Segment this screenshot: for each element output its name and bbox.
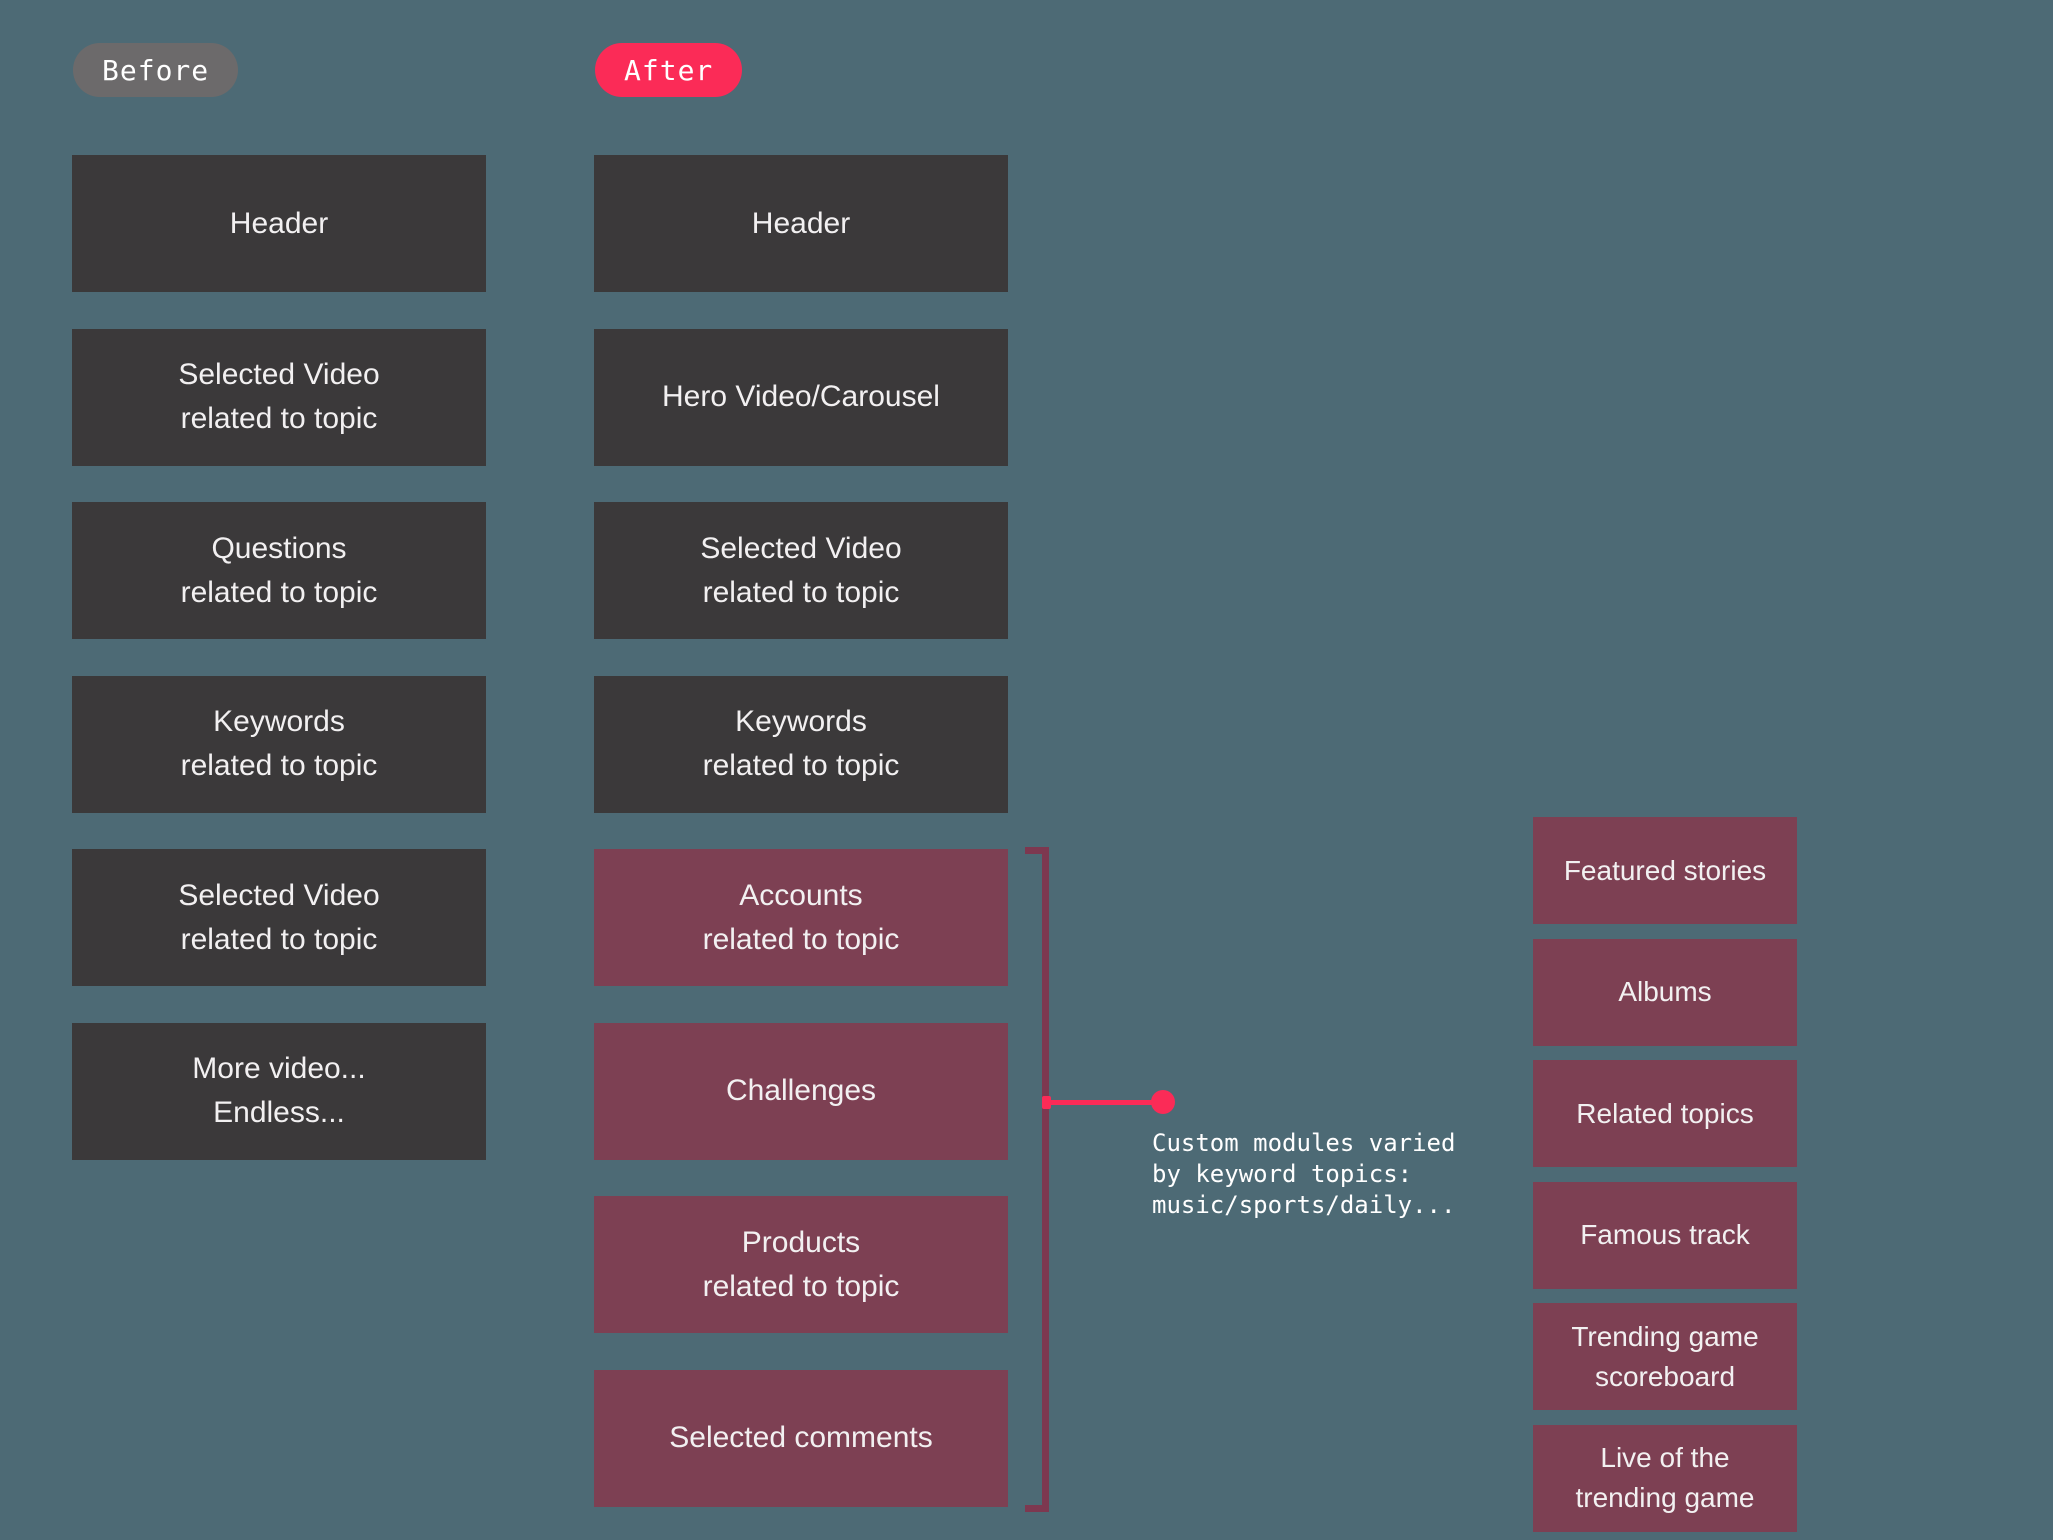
after-badge: After [595,43,743,97]
box-label: Challenges [725,1074,877,1107]
custom-modules-column: Featured stories Albums Related topics F… [1533,817,1797,1532]
module-box-trending-game-scoreboard: Trending game scoreboard [1533,1303,1797,1410]
box-label: Live of the trending game [1575,1442,1755,1513]
module-box-related-topics: Related topics [1533,1060,1797,1167]
box-label: Selected Video related to topic [178,878,380,956]
custom-modules-bracket [1025,847,1049,1512]
before-box-header: Header [72,155,486,292]
box-label: Famous track [1580,1219,1750,1250]
before-column: Header Selected Video related to topic Q… [72,155,486,1160]
custom-modules-annotation: Custom modules varied by keyword topics:… [1152,1129,1456,1219]
connector-dot-icon [1151,1090,1175,1114]
box-label: Featured stories [1563,854,1767,886]
after-badge-label: After [624,53,714,87]
after-box-selected-video: Selected Video related to topic [594,502,1008,639]
box-label: More video... Endless... [192,1052,366,1129]
box-label: Header [229,206,329,240]
box-label: Trending game scoreboard [1571,1320,1759,1392]
after-box-products: Products related to topic [594,1196,1008,1333]
after-box-challenges: Challenges [594,1022,1008,1160]
box-label: Questions related to topic [180,531,378,609]
module-box-famous-track: Famous track [1533,1181,1797,1289]
module-box-albums: Albums [1533,938,1797,1046]
box-label: Accounts related to topic [702,878,900,956]
box-label: Header [751,206,851,240]
before-box-selected-video-1: Selected Video related to topic [72,328,486,466]
after-column: Header Hero Video/Carousel Selected Vide… [594,155,1008,1507]
box-label: Hero Video/Carousel [662,380,940,413]
module-box-featured-stories: Featured stories [1533,817,1797,924]
box-label: Keywords related to topic [180,705,378,782]
connector-line [1046,1100,1154,1105]
box-label: Selected Video related to topic [178,358,380,435]
box-label: Related topics [1576,1097,1754,1129]
box-label: Products related to topic [702,1225,900,1303]
after-box-selected-comments: Selected comments [594,1369,1008,1507]
after-box-header: Header [594,155,1008,292]
before-box-questions: Questions related to topic [72,502,486,639]
after-box-hero-video-carousel: Hero Video/Carousel [594,328,1008,466]
before-badge: Before [73,43,239,97]
box-label: Selected Video related to topic [700,531,902,609]
before-box-keywords: Keywords related to topic [72,675,486,813]
before-box-selected-video-2: Selected Video related to topic [72,849,486,986]
before-badge-label: Before [102,53,210,87]
box-label: Keywords related to topic [702,705,900,782]
box-label: Selected comments [669,1421,933,1454]
box-label: Albums [1618,976,1712,1007]
after-box-accounts: Accounts related to topic [594,849,1008,986]
module-box-live-trending-game: Live of the trending game [1533,1424,1797,1532]
before-box-more-video: More video... Endless... [72,1022,486,1160]
after-box-keywords: Keywords related to topic [594,675,1008,813]
